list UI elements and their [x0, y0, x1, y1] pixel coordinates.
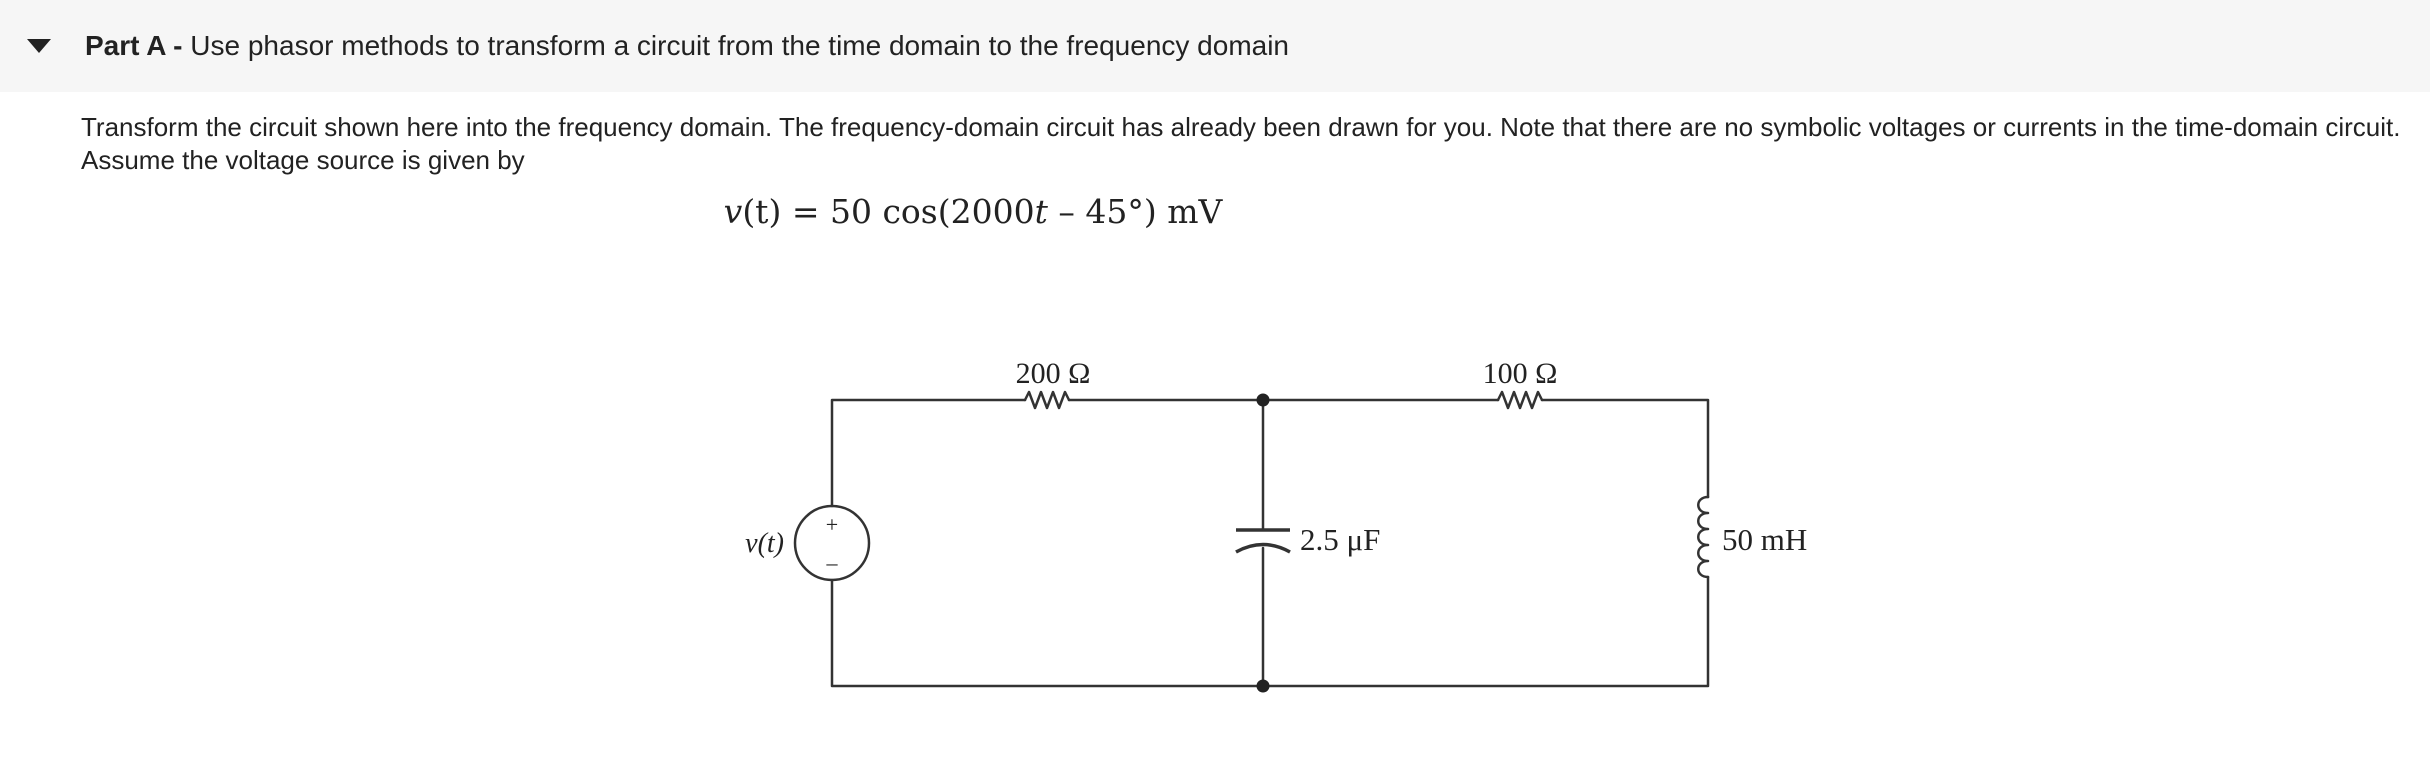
wire-right-top: [1540, 398, 1710, 499]
capacitor-plate-bottom: [1235, 542, 1291, 554]
formula-lhs-argument: (t): [742, 192, 782, 231]
inductor-label: 50 mH: [1722, 522, 1807, 557]
formula-rhs-variable: t: [1034, 192, 1048, 231]
voltage-source-formula: v(t) = 50 cos(2000t – 45°) mV: [0, 190, 1946, 234]
bottom-junction-node: [1256, 679, 1270, 693]
top-junction-node: [1256, 393, 1270, 407]
circuit-diagram: + – v(t) 200 Ω 100 Ω 2.5 μF 50 mH: [745, 357, 1807, 693]
wire-right-bottom: [830, 575, 1710, 688]
formula-rhs-start: 50 cos(2000: [829, 192, 1035, 231]
part-title: Part A - Use phasor methods to transform…: [85, 28, 1289, 64]
part-header: Part A - Use phasor methods to transform…: [0, 0, 2430, 92]
resistor-200-zigzag: [1023, 390, 1071, 410]
resistor-100-label: 100 Ω: [1483, 357, 1558, 390]
resistor-200-label: 200 Ω: [1016, 357, 1091, 390]
voltage-source-plus: +: [826, 512, 838, 537]
voltage-source-circle: [793, 504, 871, 582]
voltage-source-minus: –: [826, 550, 839, 575]
part-label: Part A -: [85, 30, 183, 61]
wire-left-top: [830, 398, 1027, 508]
capacitor-label: 2.5 μF: [1300, 522, 1380, 557]
problem-instructions: Transform the circuit shown here into th…: [81, 112, 2401, 175]
part-title-text: Use phasor methods to transform a circui…: [190, 30, 1290, 61]
collapse-triangle-icon[interactable]: [24, 36, 54, 56]
formula-lhs-variable: v: [723, 192, 743, 231]
formula-rhs-end: – 45°) mV: [1047, 192, 1223, 231]
resistor-100-zigzag: [1496, 390, 1544, 410]
formula-equals: =: [781, 192, 830, 231]
inductor-coils: [1697, 495, 1710, 579]
voltage-source-label: v(t): [745, 528, 784, 559]
